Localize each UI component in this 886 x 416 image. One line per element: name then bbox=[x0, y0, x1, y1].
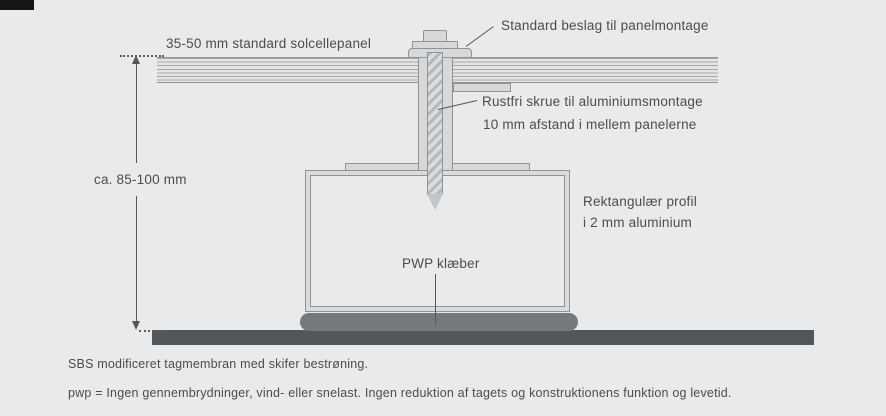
membrane-caption: SBS modificeret tagmembran med skifer be… bbox=[68, 357, 369, 371]
dimension-arrow-up-icon bbox=[132, 55, 140, 64]
bolt-head-shape bbox=[423, 30, 447, 42]
solar-panel-left-shape bbox=[157, 57, 418, 83]
pwp-adhesive-shape bbox=[300, 313, 578, 331]
extension-line-bottom bbox=[139, 330, 166, 332]
leader-line-adhesive bbox=[435, 274, 436, 325]
panel-label: 35-50 mm standard solcellepanel bbox=[166, 36, 372, 51]
extension-line-top bbox=[120, 55, 164, 57]
profile-label-line2: i 2 mm aluminium bbox=[583, 214, 692, 230]
gap-label: 10 mm afstand i mellem panelerne bbox=[483, 117, 697, 132]
screw-tip-shape bbox=[427, 194, 443, 210]
panel-support-ledge-shape bbox=[453, 83, 511, 92]
dimension-line-top-segment bbox=[136, 62, 137, 163]
adhesive-label: PWP klæber bbox=[402, 256, 480, 271]
leader-line-bracket bbox=[465, 26, 494, 47]
dimension-line-bottom-segment bbox=[136, 196, 137, 323]
dimension-arrow-down-icon bbox=[132, 321, 140, 330]
profile-label-line1: Rektangulær profil bbox=[583, 194, 697, 209]
pwp-note-caption: pwp = Ingen gennembrydninger, vind- elle… bbox=[68, 386, 732, 400]
bolt-washer-shape bbox=[412, 41, 458, 49]
roof-membrane-shape bbox=[152, 330, 814, 345]
profile-label: Rektangulær profil i 2 mm aluminium bbox=[583, 192, 697, 234]
page-edge-mark bbox=[0, 0, 34, 10]
screw-label: Rustfri skrue til aluminiumsmontage bbox=[482, 94, 703, 109]
dimension-label: ca. 85-100 mm bbox=[94, 172, 187, 187]
solar-panel-right-shape bbox=[453, 57, 718, 83]
bracket-label: Standard beslag til panelmontage bbox=[501, 18, 709, 33]
screw-shaft-shape bbox=[427, 52, 443, 195]
